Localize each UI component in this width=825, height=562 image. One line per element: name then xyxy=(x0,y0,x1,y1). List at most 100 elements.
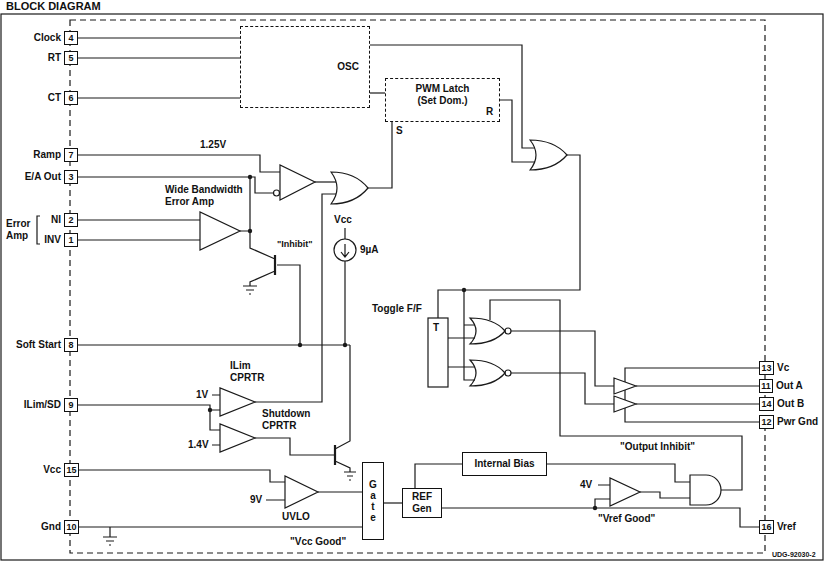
pin-name: RT xyxy=(48,52,61,64)
pin-box: Vcc15 xyxy=(64,463,79,477)
signal-label: 4V xyxy=(580,479,592,491)
pin-box: Vref16 xyxy=(759,520,774,534)
current-source xyxy=(334,239,356,261)
wire xyxy=(500,100,535,162)
wire xyxy=(315,181,336,182)
pin-number: 8 xyxy=(68,340,73,350)
pin-name: Out A xyxy=(776,380,803,392)
block-label: OSC xyxy=(337,61,359,73)
transistor-symbol xyxy=(250,231,275,286)
signal-label: ILim CPRTR xyxy=(230,360,270,384)
signal-label: "Vref Good" xyxy=(598,513,655,525)
pin-name: E/A Out xyxy=(25,171,61,183)
or-gate xyxy=(530,140,567,170)
wire xyxy=(277,265,300,345)
wire xyxy=(78,155,280,172)
chip-outline xyxy=(70,20,765,553)
invert-bubble xyxy=(505,370,511,376)
pin-number: 10 xyxy=(66,522,76,532)
pin-number: 9 xyxy=(68,400,73,410)
pin-box: Pwr Gnd12 xyxy=(759,415,774,429)
wire xyxy=(368,122,392,188)
figure-code: UDG-92030-2 xyxy=(772,550,816,559)
signal-label: Error Amp xyxy=(6,218,38,242)
wire xyxy=(511,331,614,404)
wire xyxy=(636,386,759,404)
pin-number: 14 xyxy=(761,399,771,409)
wire xyxy=(78,344,350,345)
block-label: REF Gen xyxy=(407,491,437,515)
block-box: REF Gen xyxy=(402,488,442,518)
pin-number: 15 xyxy=(66,465,76,475)
wire xyxy=(79,526,362,527)
pin-name: ILim/SD xyxy=(24,399,61,411)
invert-bubble xyxy=(505,328,511,334)
signal-label: Toggle F/F xyxy=(372,303,422,315)
wire xyxy=(640,492,690,498)
pin-number: 4 xyxy=(68,33,73,43)
signal-label: 9µA xyxy=(360,244,379,256)
ground-symbol xyxy=(243,286,257,294)
wire xyxy=(78,405,220,430)
pin-number: 13 xyxy=(761,363,771,373)
wire xyxy=(78,470,285,482)
pin-box: Vc13 xyxy=(759,361,774,375)
bracket xyxy=(37,216,40,244)
block-label: PWM Latch (Set Dom.) xyxy=(411,83,475,107)
frame xyxy=(1,14,823,560)
pin-number: 6 xyxy=(68,93,73,103)
comparator-symbol xyxy=(280,165,315,200)
junction-dot xyxy=(298,343,302,347)
transistor-symbol xyxy=(274,255,276,275)
ground-symbol xyxy=(103,527,117,545)
block-box: PWM Latch (Set Dom.) xyxy=(385,78,500,122)
pin-number: 5 xyxy=(68,53,73,63)
wire xyxy=(547,464,690,482)
pin-box: Out A11 xyxy=(759,379,773,393)
junction-dot xyxy=(208,408,212,412)
wire xyxy=(266,492,362,500)
wire xyxy=(78,37,240,38)
pin-number: 12 xyxy=(761,417,771,427)
pin-name: Clock xyxy=(34,32,61,44)
wire xyxy=(78,97,240,98)
wire xyxy=(625,368,759,422)
signal-label: "Inhibit" xyxy=(277,239,313,250)
pin-name: Vcc xyxy=(43,464,61,476)
junction-dot xyxy=(248,229,252,233)
pin-name: Ramp xyxy=(33,149,61,161)
wire xyxy=(370,92,385,93)
block-box: OSC xyxy=(240,26,370,108)
signal-label: S xyxy=(396,125,403,137)
pin-number: 2 xyxy=(68,215,73,225)
block-label: Gate xyxy=(369,479,377,523)
invert-bubble xyxy=(274,190,280,196)
signal-label: R xyxy=(486,106,493,118)
pin-box: Out B14 xyxy=(759,397,774,411)
block-box: Internal Bias xyxy=(462,452,547,476)
nor-gate xyxy=(470,360,505,386)
signal-label: Vcc xyxy=(334,214,352,226)
junction-dot xyxy=(343,343,347,347)
pin-number: 7 xyxy=(68,150,73,160)
signal-label: 1V xyxy=(196,389,208,401)
wire xyxy=(595,485,610,508)
signal-label: Wide Bandwidth Error Amp xyxy=(165,184,249,208)
nor-gate xyxy=(470,318,505,344)
pin-box: CT6 xyxy=(64,91,78,105)
wire xyxy=(255,194,336,402)
amplifier-symbol xyxy=(200,212,240,250)
wire xyxy=(255,438,335,455)
wire xyxy=(212,395,220,445)
signal-label: 9V xyxy=(250,494,262,506)
ground-symbol xyxy=(344,472,356,480)
diagram-title: BLOCK DIAGRAM xyxy=(6,0,101,13)
pin-number: 16 xyxy=(761,522,771,532)
pin-box: NI2 xyxy=(64,213,78,227)
junction-dot xyxy=(462,288,466,292)
pin-name: Vref xyxy=(777,521,796,533)
pin-name: Pwr Gnd xyxy=(777,416,818,428)
and-gate xyxy=(690,475,721,505)
pin-number: 3 xyxy=(68,172,73,182)
